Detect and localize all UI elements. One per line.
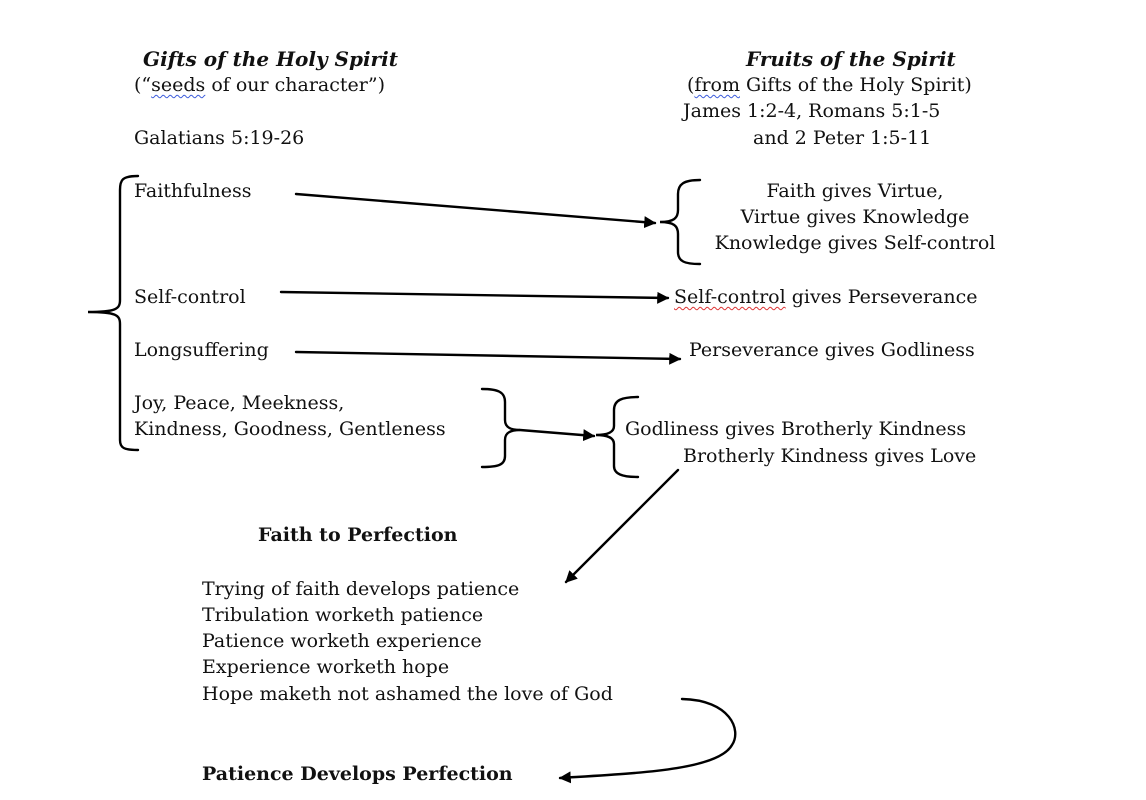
- arrow-faithfulness-to-faith: [294, 192, 657, 229]
- fruits-title: Fruits of the Spirit: [746, 47, 956, 71]
- fruit-knowledge-gives-self-control: Knowledge gives Self-control: [714, 232, 996, 254]
- arrow-self-control-to-perseverance: [279, 290, 670, 304]
- fruit-virtue-gives-knowledge: Virtue gives Knowledge: [740, 206, 970, 228]
- fruit-godliness-gives-brotherly-kindness: Godliness gives Brotherly Kindness: [625, 418, 967, 440]
- arrow-kindness-group-to-godliness-group: [518, 428, 596, 442]
- fruit-perseverance-gives-godliness: Perseverance gives Godliness: [689, 339, 975, 361]
- flagged-word-from: from: [694, 74, 740, 96]
- subtitle-open: (“: [134, 74, 152, 96]
- gift-kindness-goodness-gentleness: Kindness, Goodness, Gentleness: [134, 418, 446, 440]
- gift-faithfulness: Faithfulness: [134, 180, 252, 202]
- fruit-rest: gives Perseverance: [785, 286, 978, 308]
- patience-develops-perfection: Patience Develops Perfection: [202, 763, 513, 785]
- step-4: Experience worketh hope: [202, 656, 450, 678]
- flagged-word-seeds: seeds: [151, 74, 206, 96]
- subtitle-rest: of our character”): [205, 74, 385, 96]
- left-group-brace: [87, 174, 140, 452]
- step-5: Hope maketh not ashamed the love of God: [202, 683, 613, 705]
- arrow-longsuffering-to-godliness: [294, 350, 682, 365]
- fruit-self-control-gives-perseverance: Self-control gives Perseverance: [674, 284, 977, 310]
- gift-joy-peace-meekness: Joy, Peace, Meekness,: [134, 392, 345, 414]
- step-3: Patience worketh experience: [202, 630, 482, 652]
- fruits-reference-2: and 2 Peter 1:5-11: [753, 127, 932, 149]
- subtitle-open: (: [687, 74, 695, 96]
- arrow-hope-to-perfection: [558, 697, 737, 784]
- fruit-brotherly-kindness-gives-love: Brotherly Kindness gives Love: [683, 445, 977, 467]
- step-2: Tribulation worketh patience: [202, 604, 484, 626]
- fruit-faith-gives-virtue: Faith gives Virtue,: [766, 180, 944, 202]
- gift-self-control: Self-control: [134, 286, 246, 308]
- gift-group-4-brace: [480, 387, 521, 469]
- gifts-title: Gifts of the Holy Spirit: [143, 47, 398, 71]
- fruits-subtitle: (from Gifts of the Holy Spirit): [687, 72, 972, 98]
- fruits-reference-1: James 1:2-4, Romans 5:1-5: [683, 100, 941, 122]
- gifts-reference: Galatians 5:19-26: [134, 127, 305, 149]
- fruit-group-1-brace: [659, 178, 702, 266]
- arrow-love-to-trying-of-faith: [564, 468, 680, 584]
- gifts-subtitle: (“seeds of our character”): [134, 72, 385, 98]
- subtitle-rest: Gifts of the Holy Spirit): [740, 74, 972, 96]
- gift-longsuffering: Longsuffering: [134, 339, 269, 361]
- fruit-group-4-brace: [595, 395, 640, 479]
- flagged-word-self-control: Self-control: [674, 286, 786, 308]
- step-1: Trying of faith develops patience: [202, 578, 520, 600]
- faith-to-perfection-heading: Faith to Perfection: [258, 524, 458, 546]
